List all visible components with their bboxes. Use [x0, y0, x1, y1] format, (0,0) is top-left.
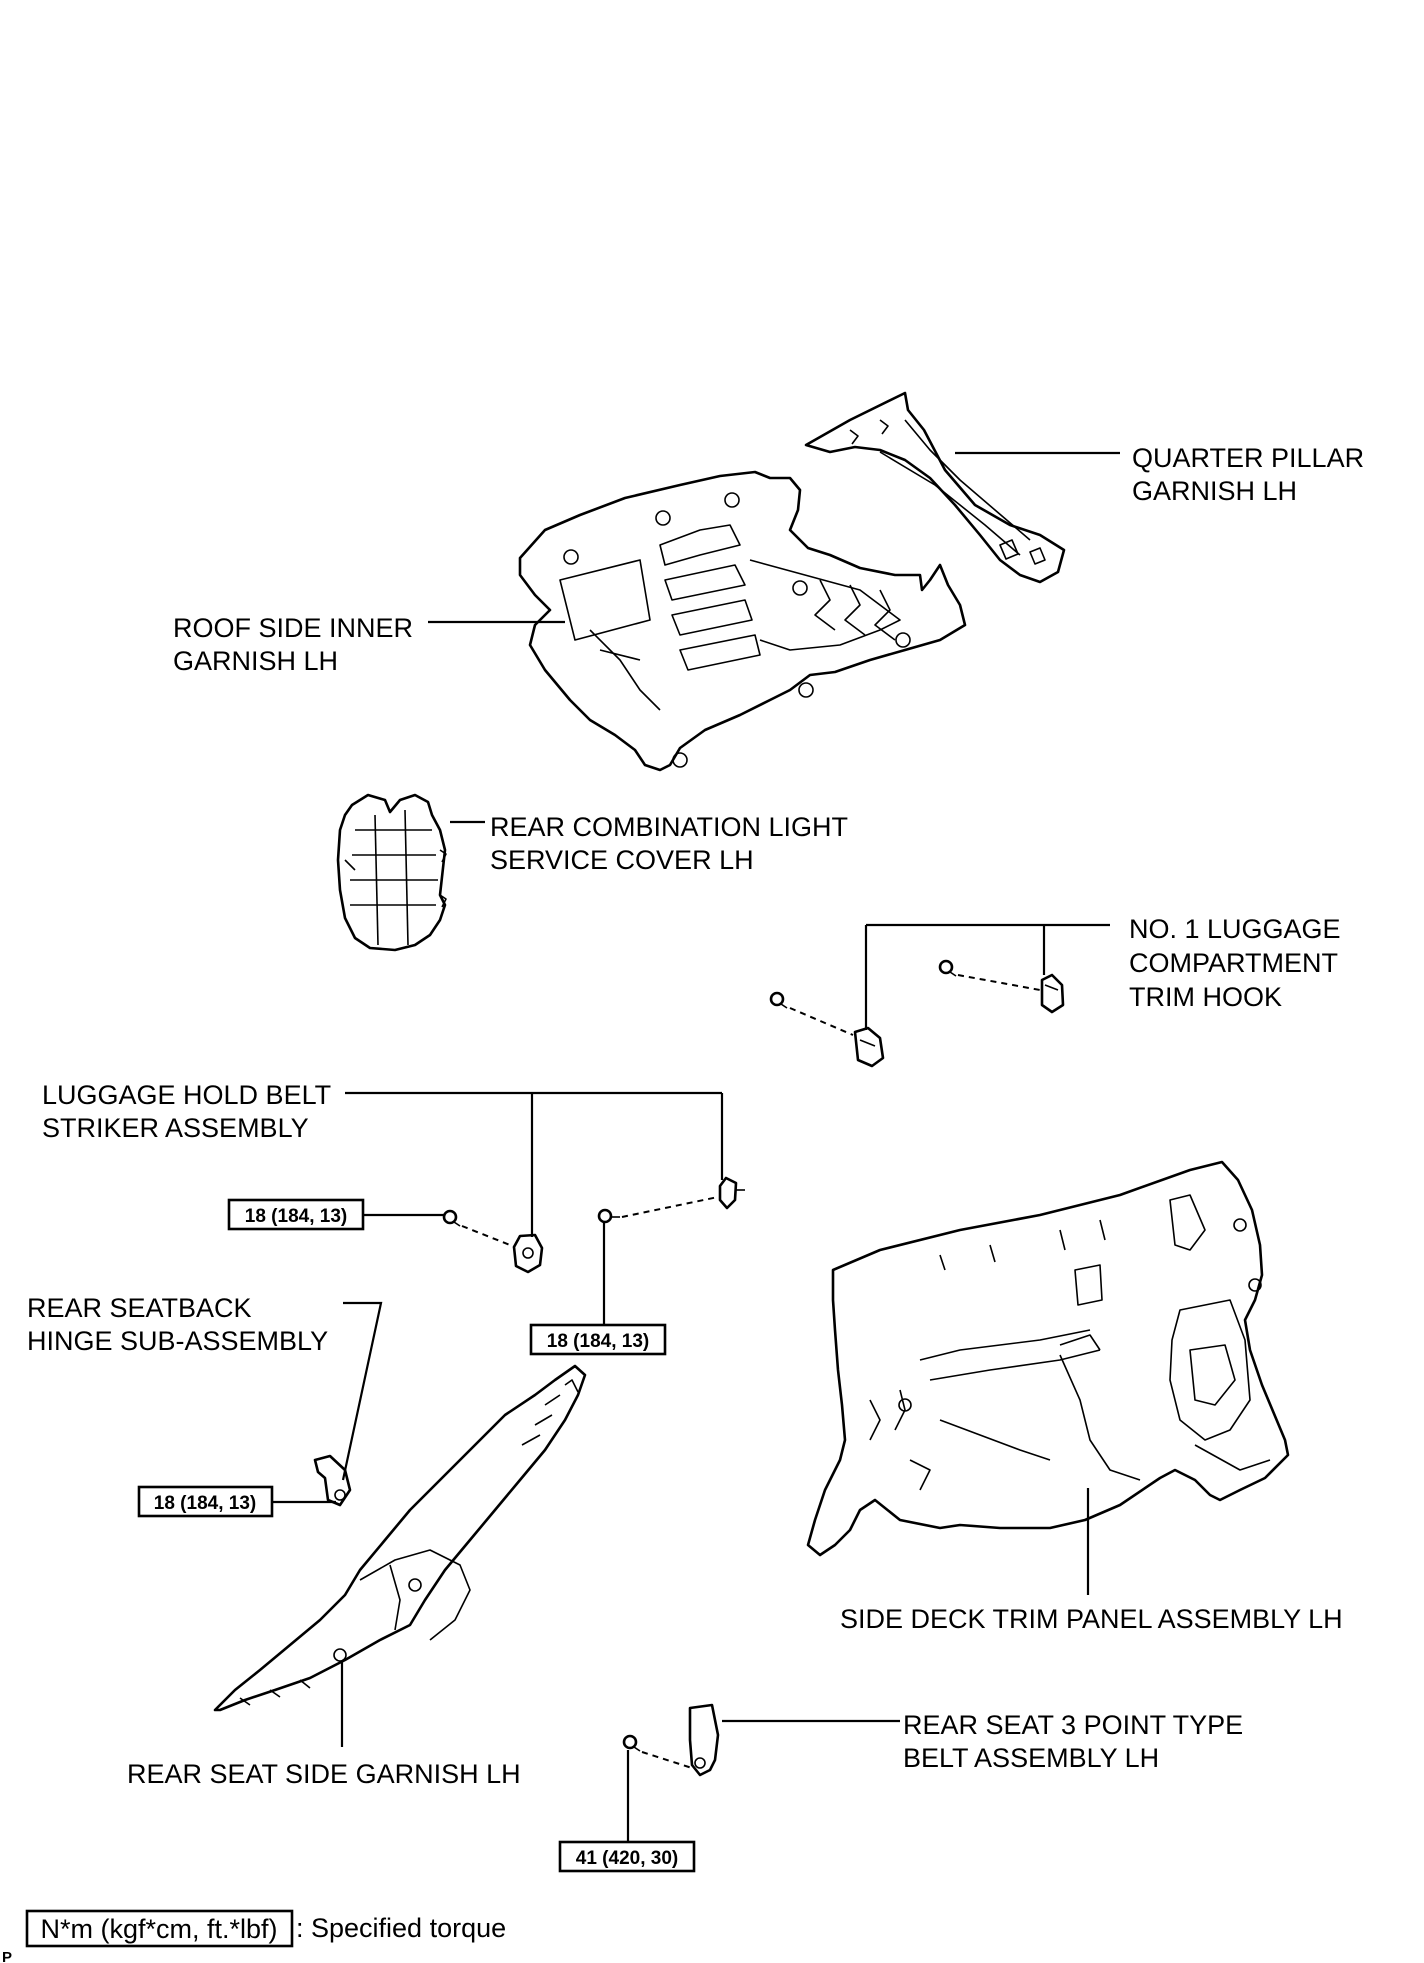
striker-label-line1: LUGGAGE HOLD BELT: [42, 1080, 331, 1110]
belt-assembly-label: REAR SEAT 3 POINT TYPE BELT ASSEMBLY LH: [903, 1710, 1243, 1773]
seatback-hinge-label-line1: REAR SEATBACK: [27, 1293, 252, 1323]
torque-value: 18 (184, 13): [547, 1331, 649, 1352]
quarter-pillar-garnish-drawing: [804, 391, 1066, 584]
side-deck-trim-panel-drawing: [806, 1160, 1290, 1557]
torque-box-belt: 41 (420, 30): [558, 1840, 696, 1873]
seatback-hinge-label-line2: HINGE SUB-ASSEMBLY: [27, 1326, 328, 1356]
roof-side-label-line1: ROOF SIDE INNER: [173, 613, 413, 643]
rear-combination-light-label: REAR COMBINATION LIGHT SERVICE COVER LH: [490, 812, 848, 875]
leader-lines: [272, 451, 1120, 1842]
trim-hook-label-line2: COMPARTMENT: [1129, 948, 1338, 978]
torque-value: 41 (420, 30): [576, 1848, 678, 1869]
seatback-hinge-drawing: [313, 1454, 352, 1507]
striker-label-line2: STRIKER ASSEMBLY: [42, 1113, 309, 1143]
quarter-pillar-label-line1: QUARTER PILLAR: [1132, 443, 1364, 473]
torque-box-striker-left: 18 (184, 13): [227, 1198, 365, 1231]
trim-hook-label-line3: TRIM HOOK: [1129, 982, 1282, 1012]
belt-label-line2: BELT ASSEMBLY LH: [903, 1743, 1159, 1773]
corner-mark: P: [2, 1949, 12, 1963]
roof-side-inner-garnish-drawing: [518, 470, 967, 772]
legend-unit: N*m (kgf*cm, ft.*lbf): [40, 1914, 277, 1944]
torque-value: 18 (184, 13): [245, 1206, 347, 1227]
trim-hook-drawing: [769, 959, 1065, 1068]
roof-side-inner-garnish-label: ROOF SIDE INNER GARNISH LH: [173, 613, 413, 676]
seatback-hinge-label: REAR SEATBACK HINGE SUB-ASSEMBLY: [27, 1293, 328, 1356]
torque-legend: N*m (kgf*cm, ft.*lbf) : Specified torque: [25, 1909, 506, 1948]
rear-comb-label-line2: SERVICE COVER LH: [490, 845, 754, 875]
side-deck-label: SIDE DECK TRIM PANEL ASSEMBLY LH: [840, 1604, 1343, 1634]
side-garnish-label: REAR SEAT SIDE GARNISH LH: [127, 1759, 521, 1789]
torque-box-striker-right: 18 (184, 13): [529, 1323, 667, 1356]
torque-box-hinge: 18 (184, 13): [137, 1485, 274, 1518]
belt-assembly-drawing: [622, 1703, 720, 1777]
striker-drawing: [442, 1176, 745, 1274]
quarter-pillar-garnish-label: QUARTER PILLAR GARNISH LH: [1132, 443, 1364, 506]
torque-value: 18 (184, 13): [154, 1493, 256, 1514]
quarter-pillar-label-line2: GARNISH LH: [1132, 476, 1297, 506]
trim-hook-label-line1: NO. 1 LUGGAGE: [1129, 914, 1341, 944]
striker-label: LUGGAGE HOLD BELT STRIKER ASSEMBLY: [42, 1080, 331, 1143]
rear-combination-light-cover-drawing: [336, 793, 447, 952]
legend-description: : Specified torque: [296, 1913, 506, 1943]
trim-hook-label: NO. 1 LUGGAGE COMPARTMENT TRIM HOOK: [1129, 914, 1341, 1012]
belt-label-line1: REAR SEAT 3 POINT TYPE: [903, 1710, 1243, 1740]
rear-seat-side-garnish-drawing: [213, 1364, 587, 1712]
rear-comb-label-line1: REAR COMBINATION LIGHT: [490, 812, 848, 842]
roof-side-label-line2: GARNISH LH: [173, 646, 338, 676]
